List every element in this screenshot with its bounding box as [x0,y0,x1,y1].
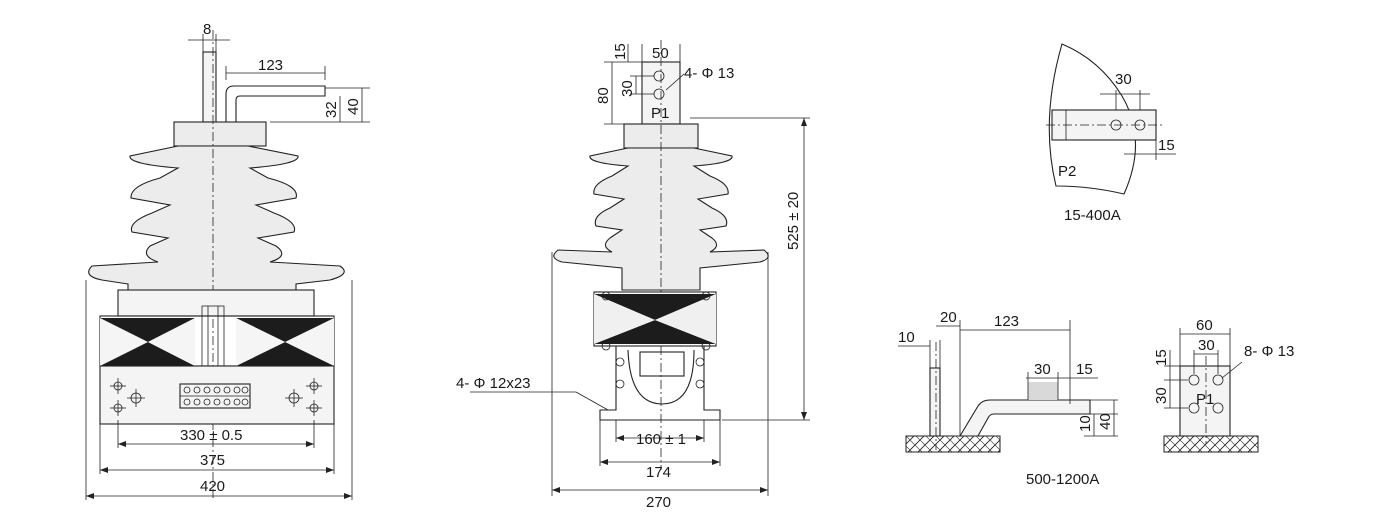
detail-large-front-dim-width: 60 [1196,317,1213,334]
side-dim-plate-width: 50 [652,45,669,62]
side-dim-overall-width: 270 [646,494,671,511]
detail-large-side-dim-height: 40 [1097,413,1114,430]
detail-large-front: P1 60 30 15 30 8- Φ 13 [1153,317,1294,453]
front-dim-bolt-spacing: 330 ± 0.5 [180,427,242,444]
detail-large-side-bent [959,399,1091,437]
front-coil-right-white2 [285,318,334,366]
front-dim-base-width: 375 [200,452,225,469]
front-coil-left-white2 [148,318,195,366]
detail-large-side-pad [1028,382,1058,400]
side-bracket-arc [627,349,695,405]
side-coil [594,294,716,344]
side-dim-base-width: 174 [646,464,671,481]
front-terminal-block [179,383,251,409]
detail-large-side-dim-length: 123 [994,313,1019,330]
detail-large-side: 10 20 123 30 15 10 40 500-1200A [898,309,1118,488]
front-view: 8 123 32 40 330 ± 0.5 375 420 [85,21,370,500]
detail-large-front-dim-holes: 8- Φ 13 [1244,343,1294,360]
front-terminal-bar [202,51,217,123]
detail-small: 30 15 P2 15-400A [1046,43,1176,224]
front-dim-overall-width: 420 [200,478,225,495]
detail-large-front-plate [1179,365,1231,437]
side-dim-hole-spacing: 30 [619,80,636,97]
side-dim-plate-height: 80 [595,87,612,104]
detail-small-dim-hole-offset: 30 [1115,71,1132,88]
detail-large-side-dim-step: 20 [940,309,957,326]
side-dim-plate-gap: 15 [612,43,629,60]
front-insulator-sheds [88,145,345,301]
front-dim-terminal-h1: 32 [323,101,340,118]
front-dim-terminal-length: 123 [258,57,283,74]
detail-large-side-dim-pad-edge: 15 [1076,361,1093,378]
front-neck [117,289,315,317]
detail-large-front-dim-hole-x: 30 [1198,337,1215,354]
detail-small-caption: 15-400A [1064,207,1121,224]
front-mount-holes [110,378,322,416]
front-dim-terminal-h2: 40 [345,98,362,115]
detail-large-front-ground [1163,435,1259,453]
detail-large-side-dim-left: 10 [898,329,915,346]
front-head-cap [173,121,267,147]
side-bracket-center [639,351,685,377]
side-view: P1 15 50 30 80 4- Φ [456,40,810,511]
front-dim-terminal-width: 8 [203,21,211,38]
side-mount-bracket [599,346,721,421]
side-coil-white-right [655,294,716,344]
side-dim-holes: 4- Φ 13 [684,65,734,82]
detail-large-side-ground [905,435,1001,453]
detail-small-terminal-label: P2 [1058,163,1076,180]
front-bent-terminal [225,85,326,122]
detail-small-outline [1048,43,1137,195]
side-dim-height: 525 ± 20 [785,192,802,250]
detail-large-side-bar [929,367,941,437]
detail-large-side-dim-pad: 30 [1034,361,1051,378]
side-dim-mount-slots: 4- Φ 12x23 [456,375,531,392]
detail-large-front-dim-hole-y: 30 [1153,387,1170,404]
detail-large-front-terminal-label: P1 [1196,391,1214,408]
side-terminal-label: P1 [651,105,669,122]
detail-large-side-dim-thickness: 10 [1077,415,1094,432]
side-dim-slot-spacing: 160 ± 1 [636,431,686,448]
detail-large-caption: 500-1200A [1026,471,1099,488]
detail-small-dim-edge: 15 [1158,137,1175,154]
side-coil-white-left [594,294,655,344]
detail-large-front-dim-top: 15 [1153,349,1170,366]
front-base-plate [99,365,335,425]
front-coil-left-white [100,318,148,366]
front-coil-right-white [236,318,285,366]
